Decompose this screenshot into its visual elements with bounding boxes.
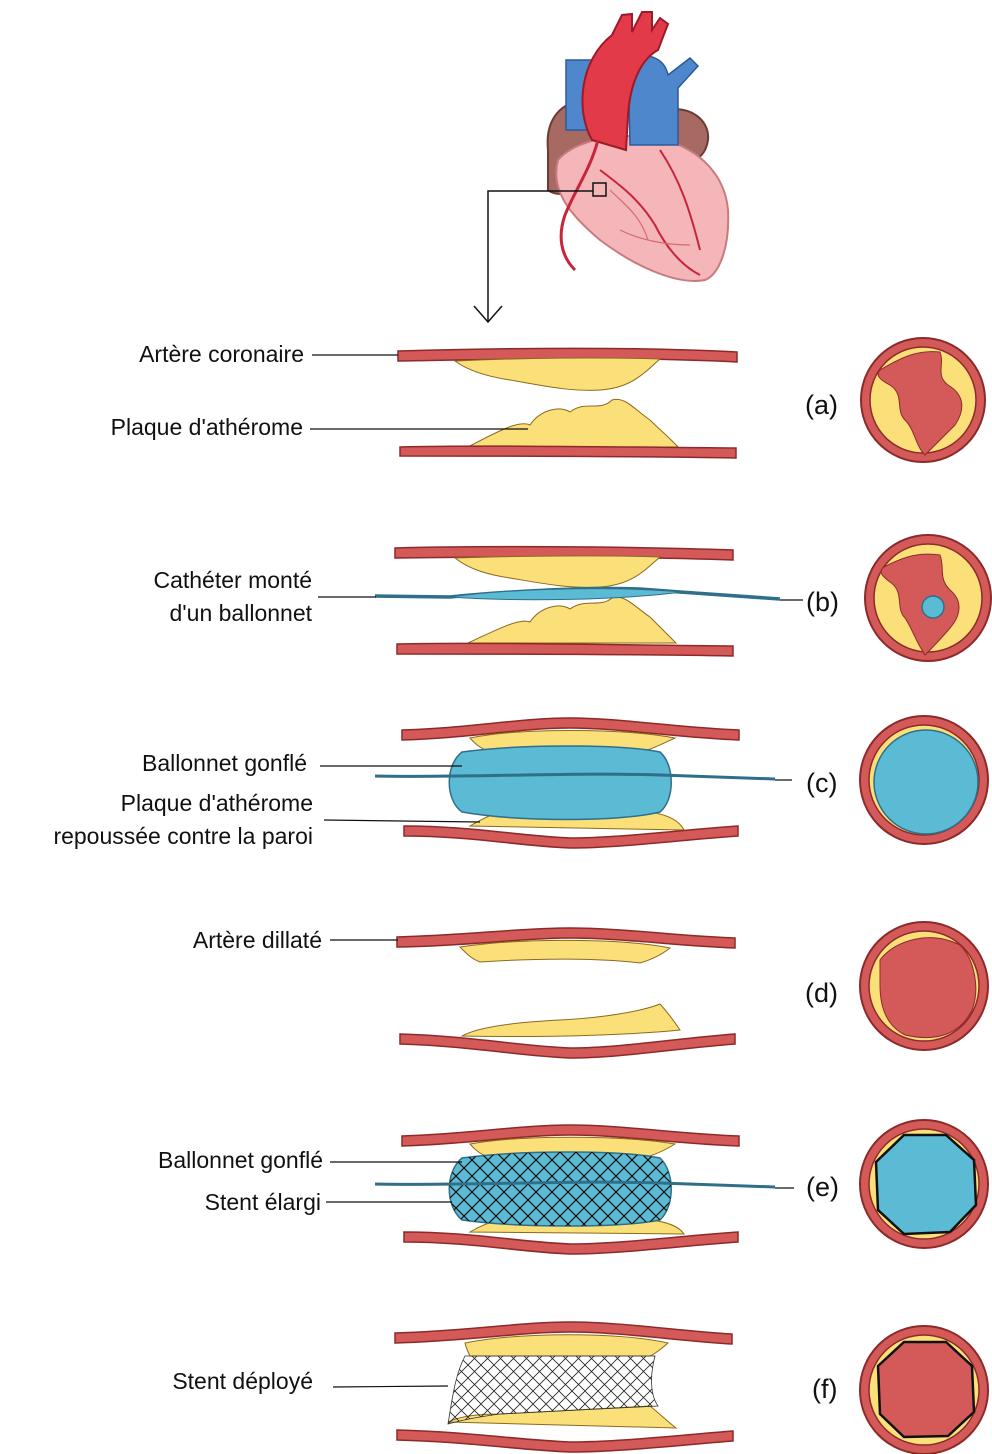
label-inflated-balloon-e: Ballonnet gonflé xyxy=(60,1145,323,1175)
cross-section-d xyxy=(860,922,988,1050)
label-pushed-plaque-line2: repoussée contre la paroi xyxy=(4,821,313,851)
cross-section-b xyxy=(865,535,991,661)
step-e-artery xyxy=(326,1125,794,1254)
label-catheter-line1: Cathéter monté xyxy=(60,565,312,595)
cross-section-e xyxy=(860,1120,988,1248)
label-pushed-plaque-line1: Plaque d'athérome xyxy=(40,788,313,818)
step-label-a: (a) xyxy=(805,390,838,420)
step-label-e: (e) xyxy=(806,1172,839,1202)
step-label-b: (b) xyxy=(806,587,839,617)
step-a-artery xyxy=(310,348,737,458)
step-label-d: (d) xyxy=(805,978,838,1008)
cross-section-c xyxy=(860,716,988,844)
label-atheroma-plaque: Plaque d'athérome xyxy=(40,412,303,442)
step-d-artery xyxy=(330,928,735,1058)
step-label-f: (f) xyxy=(812,1374,837,1404)
label-dilated-artery: Artère dillaté xyxy=(60,925,322,955)
label-expanded-stent: Stent élargi xyxy=(60,1187,321,1217)
heart-illustration xyxy=(474,12,728,322)
step-f-artery xyxy=(333,1322,733,1452)
label-deployed-stent: Stent déployé xyxy=(60,1366,313,1396)
step-label-c: (c) xyxy=(806,768,837,798)
label-coronary-artery: Artère coronaire xyxy=(60,339,304,369)
cross-section-f xyxy=(860,1326,988,1454)
step-c-artery xyxy=(320,718,792,848)
label-catheter-line2: d'un ballonnet xyxy=(60,598,312,628)
label-inflated-balloon: Ballonnet gonflé xyxy=(60,748,307,778)
cross-section-a xyxy=(861,338,985,462)
step-b-artery xyxy=(318,547,803,656)
